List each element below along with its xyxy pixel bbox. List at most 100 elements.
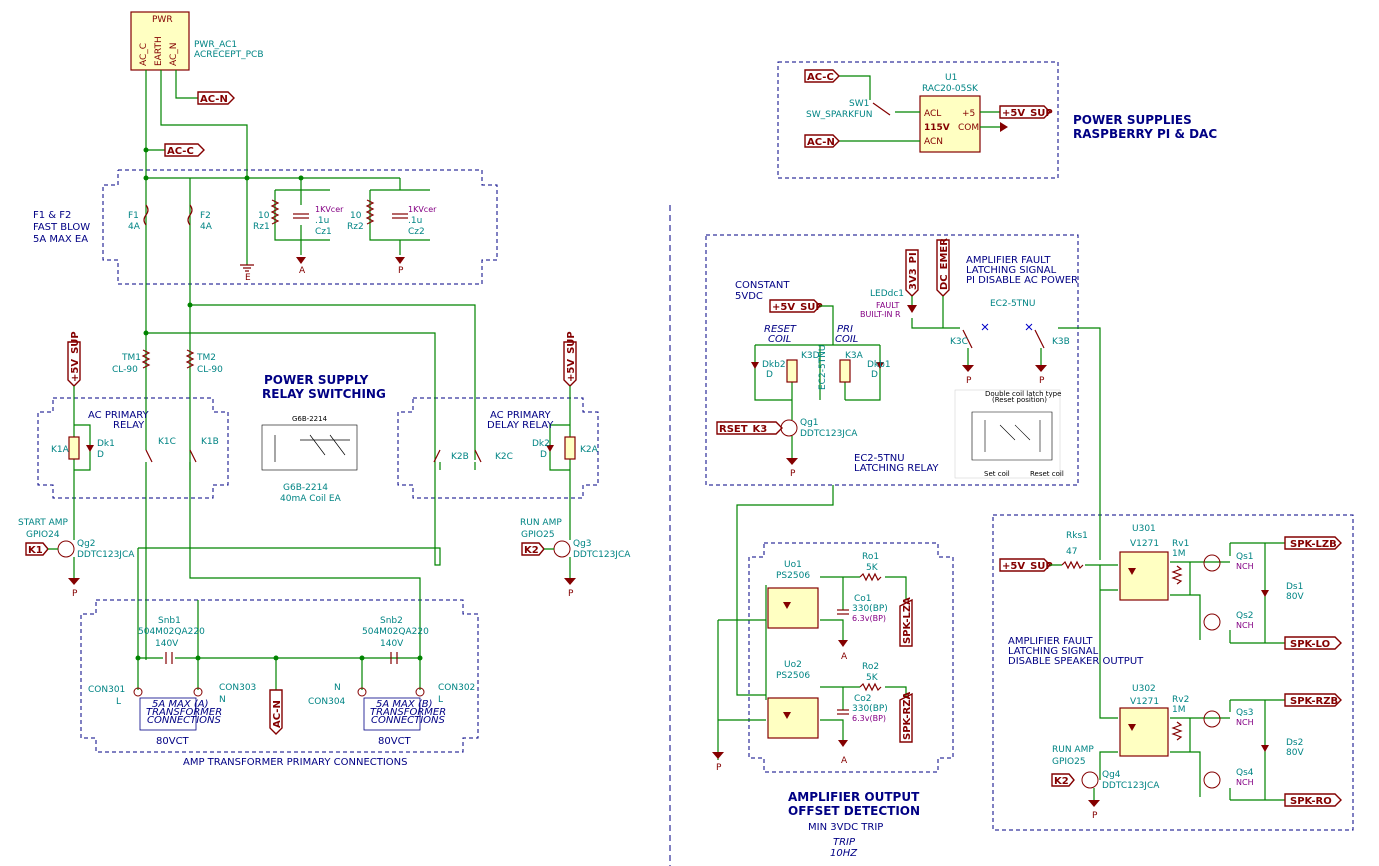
net-5v-ps-text: +5V_SUP — [1002, 108, 1053, 119]
transistor-qg1 — [780, 419, 798, 437]
net-5v-k3-text: +5V_SUP — [772, 302, 823, 313]
resistor-rz1 — [270, 199, 280, 225]
constant-1: CONSTANT — [735, 280, 790, 291]
snb1-ref: Snb1 — [158, 616, 181, 626]
gnd-k2 — [564, 578, 576, 585]
g6b-internal — [274, 434, 350, 462]
co2-rating: 6.3v(BP) — [852, 714, 886, 723]
net-label-spk-rzb — [1284, 693, 1342, 707]
spk-fault-1: AMPLIFIER FAULT — [1008, 636, 1093, 647]
net-label-rset — [716, 421, 783, 435]
net-label-ac-c-left — [164, 143, 205, 157]
con303-terminal — [193, 687, 203, 697]
gnd-a-symbol — [296, 257, 306, 264]
net-spk-lza-text: SPK-LZA — [902, 597, 913, 644]
k2-relay-title-2: DELAY RELAY — [487, 420, 554, 431]
latching-relay-box — [705, 234, 1079, 486]
net-label-k2 — [521, 542, 545, 556]
uo1-value: PS2506 — [776, 571, 810, 581]
latch-reset: Reset coil — [1030, 470, 1064, 478]
offset-wires — [717, 485, 907, 760]
rks1-ref: Rks1 — [1066, 531, 1088, 541]
gnd-co1 — [838, 640, 848, 647]
latch-title: Double coil latch type — [985, 390, 1061, 398]
power-supplies-title: POWER SUPPLIES — [1073, 113, 1192, 127]
xfmr-title: AMP TRANSFORMER PRIMARY CONNECTIONS — [183, 757, 408, 768]
dk1-value: D — [97, 450, 104, 460]
run-amp-label-2: RUN AMP — [1052, 745, 1094, 755]
gnd-p-label: P — [398, 266, 404, 276]
xfmr-a-vct: 80VCT — [156, 736, 190, 747]
rz1-value: 10 — [258, 211, 270, 221]
u302-led — [1128, 724, 1136, 731]
rv2-value: 1M — [1172, 705, 1186, 715]
dkb2-value: D — [766, 370, 773, 380]
k1c-ref: K1C — [158, 437, 176, 447]
offset-title-3: MIN 3VDC TRIP — [808, 822, 883, 833]
u1-ref: U1 — [945, 73, 957, 83]
gnd-qg4 — [1088, 800, 1100, 807]
k3a-ref: K3A — [845, 351, 864, 361]
f1-ref: F1 — [128, 211, 139, 221]
gpio25-label: GPIO25 — [521, 530, 555, 540]
tm1-ref: TM1 — [121, 353, 141, 363]
relay-contacts — [145, 449, 482, 463]
mosfet-qs3 — [1203, 710, 1221, 728]
snb1-value: 504M02QA220 — [138, 627, 205, 637]
k2a-ref: K2A — [580, 445, 599, 455]
qs1-type: NCH — [1236, 562, 1254, 571]
gnd-qg1 — [786, 458, 798, 465]
pin-ac-c-label: AC_C — [139, 43, 149, 66]
offset-title-2: OFFSET DETECTION — [788, 804, 920, 818]
sw1-ref: SW1 — [849, 99, 869, 109]
no-connect-markers — [981, 323, 1033, 331]
g6b-diagram — [261, 424, 358, 471]
rks1-value: 47 — [1066, 547, 1077, 557]
net-label-spk-rza — [899, 692, 913, 743]
k1-relay-title-1: AC PRIMARY — [88, 410, 150, 421]
constant-2: 5VDC — [735, 291, 763, 302]
fuse-f2 — [187, 204, 193, 226]
k3c-ref: K3C — [950, 337, 968, 347]
tm2-ref: TM2 — [196, 353, 216, 363]
fuse-note-2: FAST BLOW — [33, 222, 90, 233]
u1-wires — [838, 75, 1000, 142]
qs3-ref: Qs3 — [1236, 708, 1254, 718]
junction — [417, 655, 423, 661]
net-spk-rza-text: SPK-RZA — [902, 691, 913, 740]
co1-rating: 6.3v(BP) — [852, 614, 886, 623]
mosfet-qs4 — [1203, 771, 1221, 789]
acrecept-value: ACRECEPT_PCB — [194, 50, 264, 60]
u1-rac20 — [919, 95, 981, 153]
spk-fault-2: LATCHING SIGNAL — [1008, 646, 1099, 657]
gnd-co2 — [838, 740, 848, 747]
tm1-value: CL-90 — [112, 365, 138, 375]
offset-title-1: AMPLIFIER OUTPUT — [788, 790, 920, 804]
run-amp-label: RUN AMP — [520, 518, 562, 528]
xfmr-b-box — [363, 697, 421, 731]
latch-set: Set coil — [984, 470, 1010, 478]
net-spk-ro-text: SPK-RO — [1290, 796, 1332, 807]
co1-value: 330(BP) — [852, 604, 888, 614]
net-label-spk-lo — [1284, 636, 1342, 650]
u302-ref: U302 — [1132, 684, 1156, 694]
diode-dkb1 — [876, 362, 884, 369]
gnd-k3b — [1035, 365, 1047, 372]
coil-k3a — [839, 359, 851, 383]
k3b-ref: K3B — [1052, 337, 1070, 347]
speaker-box — [992, 514, 1354, 831]
co2-value: 330(BP) — [852, 704, 888, 714]
u301-led — [1128, 568, 1136, 575]
gpio25-label-2: GPIO25 — [1052, 757, 1086, 767]
gnd-offset-label: P — [716, 763, 722, 773]
net-spk-rzb-text: SPK-RZB — [1290, 696, 1338, 707]
gnd-qg1-label: P — [790, 469, 796, 479]
net-k2-text: K2 — [524, 545, 539, 556]
relay-switching-title-1: POWER SUPPLY — [264, 373, 369, 387]
net-spk-lzb-text: SPK-LZB — [1290, 539, 1337, 550]
fault-note-2: LATCHING SIGNAL — [966, 265, 1057, 276]
snubber-wires — [274, 189, 430, 255]
xfmr-wires — [137, 548, 421, 690]
ds1-ref: Ds1 — [1286, 582, 1303, 592]
gnd-k2-label: P — [568, 589, 574, 599]
